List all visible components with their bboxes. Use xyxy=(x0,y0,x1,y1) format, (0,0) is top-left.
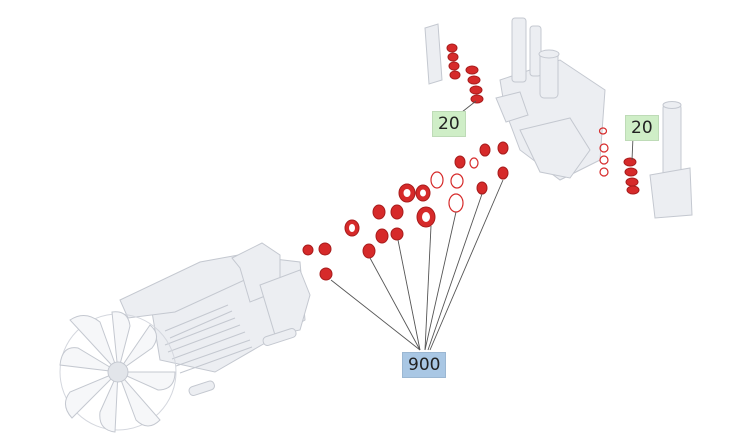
unloader-pipe-cap xyxy=(662,101,682,109)
leader-line-900 xyxy=(330,279,421,351)
oring-kit-parts xyxy=(302,141,509,281)
pump-head-assembly xyxy=(495,17,606,181)
pump-inlet-pipe-b xyxy=(529,25,542,77)
pump-valve-stem xyxy=(539,51,559,99)
pump-valve-cap xyxy=(538,49,560,59)
pump-outlet-block xyxy=(495,91,529,123)
seal-stack-right xyxy=(598,127,640,195)
pump-head-lower xyxy=(519,117,591,179)
leader-lines xyxy=(330,100,634,351)
callout-oring-kit[interactable]: 900 xyxy=(402,352,447,378)
motor-cooling-fins xyxy=(164,304,253,374)
motor-assembly xyxy=(59,242,311,433)
leader-line-kit20-top xyxy=(461,100,477,113)
unloader-assembly xyxy=(649,101,693,219)
pump-inlet-pipe xyxy=(511,17,527,83)
cooling-fan xyxy=(59,311,177,433)
motor-shaft-stub xyxy=(262,328,297,347)
motor-mount-block xyxy=(259,269,311,336)
motor-foot xyxy=(188,380,215,397)
unloader-bracket xyxy=(649,167,693,219)
seal-stack-top xyxy=(446,43,484,104)
valve-guide-plate xyxy=(424,23,443,85)
callout-seal-kit-right[interactable]: 20 xyxy=(625,115,659,141)
callout-seal-kit-top[interactable]: 20 xyxy=(432,111,466,137)
